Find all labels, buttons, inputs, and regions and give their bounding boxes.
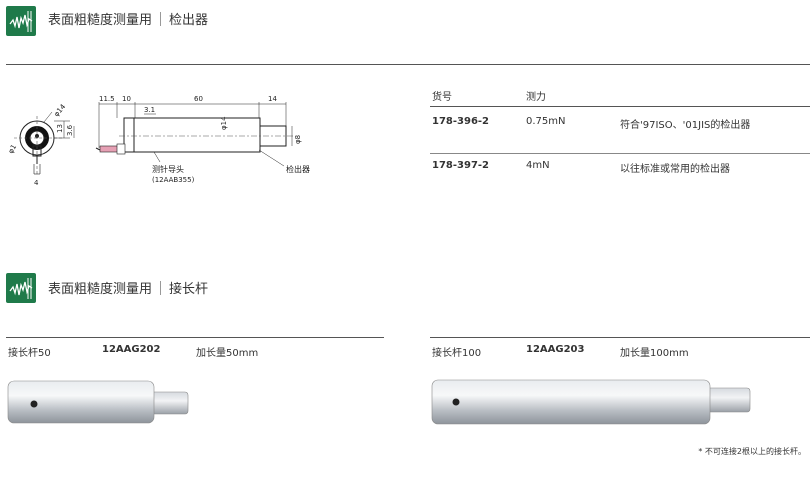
row-code: 178-397-2	[432, 160, 490, 171]
row-code: 178-396-2	[432, 116, 490, 127]
label-probe: 测针导头	[152, 164, 184, 174]
waveform-icon	[9, 11, 33, 32]
screw-hole-icon	[452, 398, 460, 406]
row-force: 0.75mN	[526, 116, 566, 127]
rod-rule-left	[6, 337, 384, 338]
table-header-rule	[430, 106, 810, 107]
dim-4: 4	[34, 179, 39, 187]
dim-phi1: φ1	[7, 143, 18, 155]
table-header-code: 货号	[432, 92, 452, 103]
rod-name: 接长杆100	[432, 348, 482, 359]
dim-phi14-front: φ14	[52, 102, 67, 118]
row-desc: 符合'97ISO、'01JIS的检出器	[620, 120, 751, 131]
section-title-detector: 表面粗糙度测量用 检出器	[48, 9, 208, 28]
screw-hole-icon	[30, 400, 38, 408]
section-title-extension: 表面粗糙度测量用 接长杆	[48, 278, 208, 297]
dim-14: 14	[268, 95, 277, 103]
dim-3-6: 3.6	[66, 124, 74, 136]
section-title-sub: 检出器	[169, 13, 209, 28]
table-header-force: 测力	[526, 92, 546, 103]
dim-11-5: 11.5	[99, 95, 115, 103]
side-view	[95, 102, 294, 167]
label-probe-code: (12AAB355)	[152, 176, 195, 184]
dim-phi8: φ8	[294, 135, 302, 144]
section-icon-waveform	[6, 273, 36, 303]
section-title-main: 表面粗糙度测量用	[48, 13, 153, 28]
rod-desc: 加长量100mm	[620, 348, 689, 359]
rod-desc: 加长量50mm	[196, 348, 259, 359]
row-desc: 以往标准或常用的检出器	[620, 164, 730, 175]
front-view	[14, 111, 75, 175]
rod-name: 接长杆50	[8, 348, 51, 359]
section-title-sub: 接长杆	[169, 282, 209, 297]
section-icon-waveform	[6, 6, 36, 36]
label-detector: 检出器	[286, 164, 310, 174]
dim-60: 60	[194, 95, 203, 103]
table-row-rule	[430, 153, 810, 154]
dim-10: 10	[122, 95, 131, 103]
rod-code: 12AAG202	[102, 344, 161, 355]
footnote: * 不可连接2根以上的接长杆。	[698, 447, 806, 456]
dim-3-1: 3.1	[144, 106, 155, 114]
rod-image-50	[7, 380, 189, 424]
rod-code: 12AAG203	[526, 344, 585, 355]
dim-phi14: φ14	[220, 116, 228, 130]
dim-13: 13	[56, 124, 64, 133]
detector-drawing: φ14 13 3.6 φ1 4 11.5 10 60 14 3.1 φ14 φ8…	[7, 95, 310, 187]
rod-image-100	[431, 379, 751, 425]
section-divider	[6, 64, 810, 65]
section-title-main: 表面粗糙度测量用	[48, 282, 153, 297]
waveform-icon	[9, 278, 33, 299]
rod-rule-right	[430, 337, 810, 338]
row-force: 4mN	[526, 160, 550, 171]
